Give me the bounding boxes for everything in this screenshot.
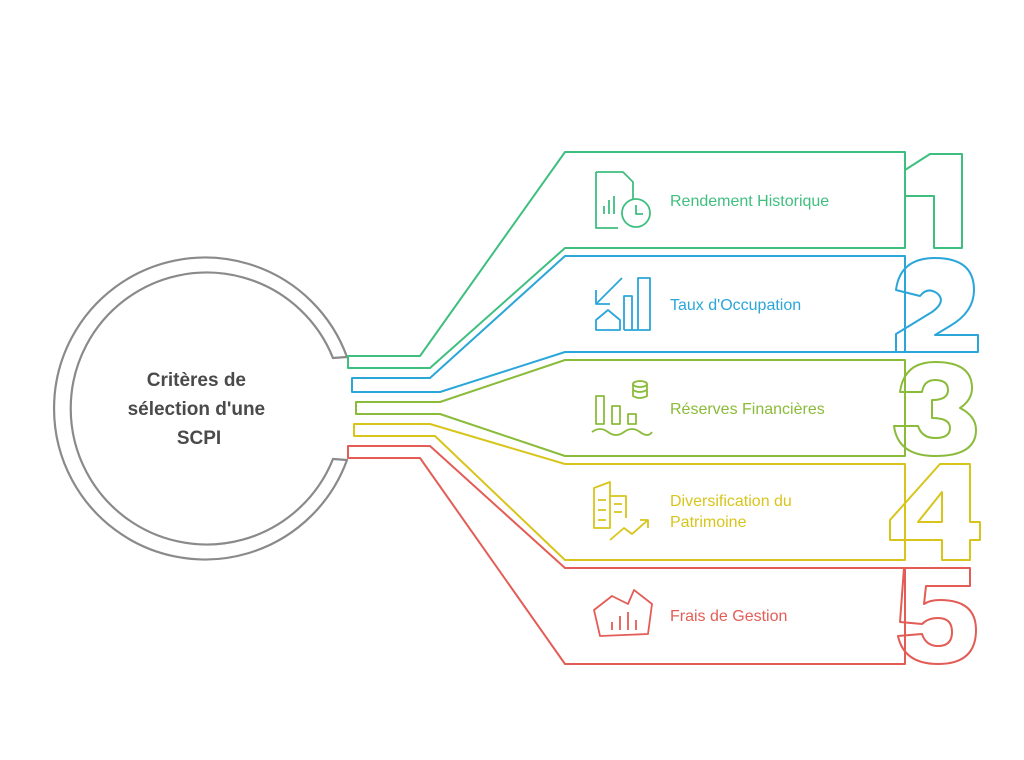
criterion-3-band (355, 359, 906, 457)
center-ring-cap-top (331, 355, 349, 360)
criterion-3-label: Réserves Financières (670, 401, 825, 418)
criterion-1-label: Rendement Historique (670, 193, 829, 210)
criterion-1-band (347, 151, 906, 369)
criterion-3: Réserves Financières (355, 359, 977, 457)
criterion-4-band (353, 423, 906, 561)
center-title: Critères de sélection d'une SCPI (128, 370, 271, 449)
criterion-2-number (895, 257, 979, 353)
house-chart-icon (595, 277, 651, 331)
fees-chart-icon (593, 589, 653, 637)
buildings-growth-icon (593, 481, 649, 541)
center-ring-outer (53, 256, 349, 561)
criterion-2-band (351, 255, 906, 393)
criterion-2-label: Taux d'Occupation (670, 297, 801, 314)
criterion-5: Frais de Gestion (347, 445, 977, 665)
center-title-line-1: Critères de (147, 370, 246, 391)
criterion-4: Diversification du Patrimoine (353, 423, 981, 561)
chart-clock-icon (595, 171, 651, 229)
criterion-4-label: Diversification du Patrimoine (670, 493, 796, 531)
criterion-5-label: Frais de Gestion (670, 608, 787, 625)
center-node (53, 256, 349, 561)
center-ring-inner (69, 271, 335, 546)
criterion-5-band (347, 445, 906, 665)
criterion-1-number (904, 153, 963, 249)
center-title-line-2: sélection d'une (128, 399, 266, 420)
criterion-4-number (889, 463, 981, 561)
coins-chart-icon (591, 380, 653, 436)
criterion-3-number (893, 361, 977, 457)
criterion-1: Rendement Historique (347, 151, 963, 369)
center-title-line-3: SCPI (177, 428, 221, 449)
center-ring-cap-bottom (331, 457, 349, 462)
criterion-5-number (897, 567, 977, 665)
criterion-2: Taux d'Occupation (351, 255, 979, 393)
